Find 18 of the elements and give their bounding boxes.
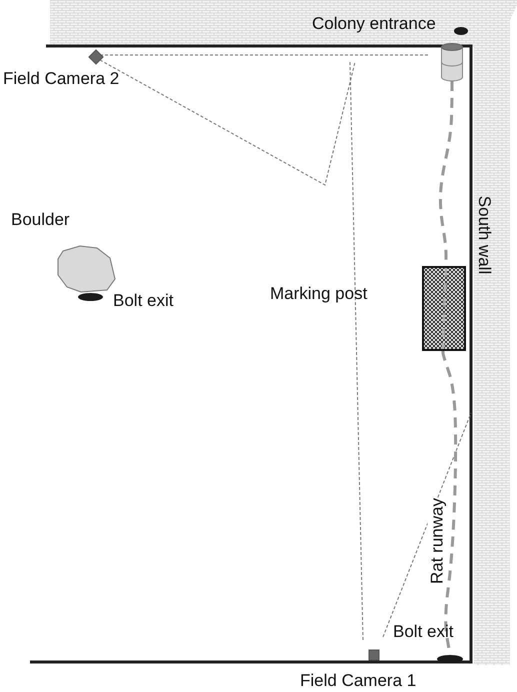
edge-label: Rat runway [428, 498, 446, 584]
place-label: Bolt exit [393, 622, 454, 642]
place-label: Boulder [11, 210, 70, 230]
camera-icon [368, 649, 380, 661]
bolt-exit-hole [78, 293, 103, 301]
place-label: Field Camera 1 [300, 671, 416, 691]
camera-icon [90, 51, 102, 63]
wall-label: South wall [474, 196, 494, 274]
runway-path [442, 350, 458, 656]
place-label: Marking post [270, 284, 368, 304]
place-label: Colony entrance [312, 14, 436, 34]
place-label: Field Camera 2 [3, 69, 120, 89]
bolt-exit-hole [437, 655, 463, 663]
marking-post [422, 266, 466, 351]
cylinder-marker [441, 43, 463, 81]
boulder [57, 245, 116, 293]
entrance-hole [454, 27, 468, 35]
place-label: Bolt exit [113, 291, 174, 311]
